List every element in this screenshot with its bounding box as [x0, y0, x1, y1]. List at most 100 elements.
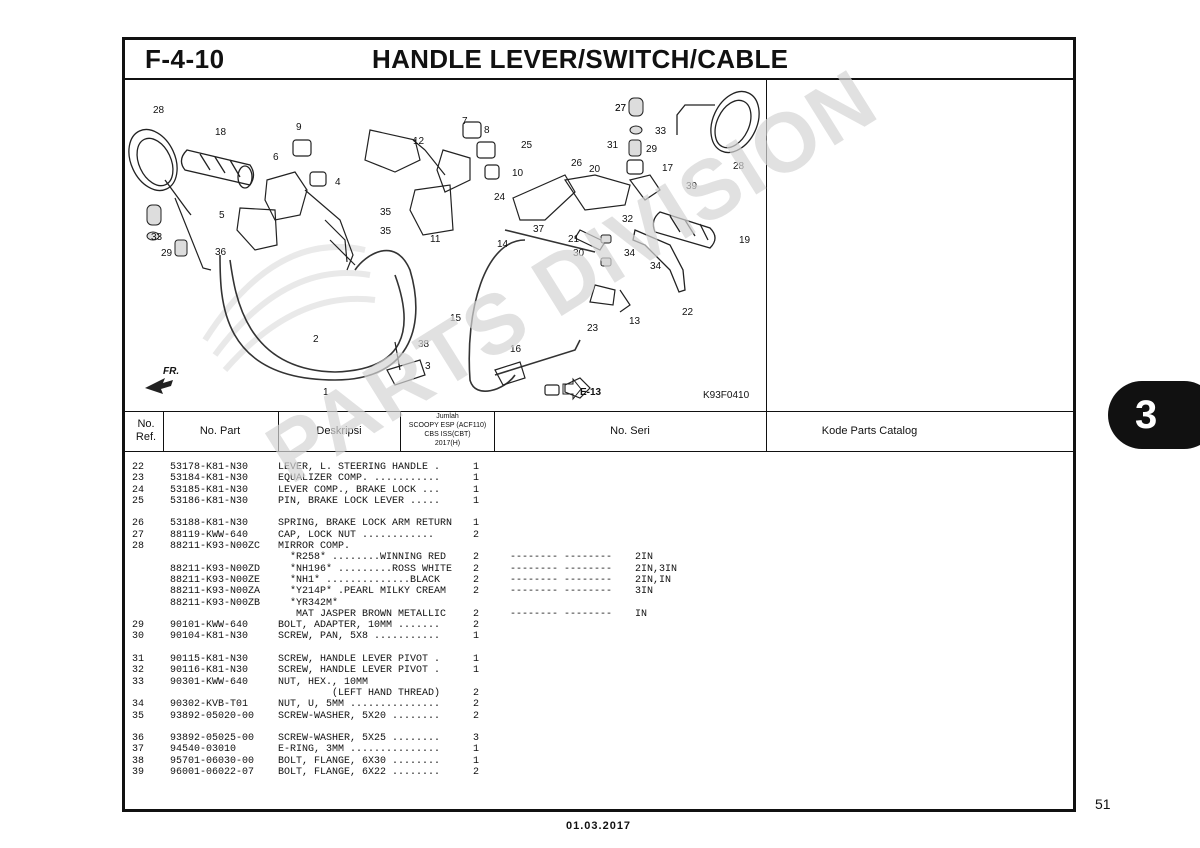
callout-number: 37 — [533, 224, 545, 235]
cell-part: 88211-K93-N00ZD — [170, 563, 261, 575]
cell-serial: -------- -------- — [510, 608, 613, 620]
brake-lock-assembly — [512, 159, 661, 313]
header-jumlah: Jumlah — [436, 413, 459, 420]
callout-number: 29 — [161, 248, 173, 259]
cell-desc: LEVER COMP., BRAKE LOCK ... — [278, 484, 441, 496]
cell-desc: SPRING, BRAKE LOCK ARM RETURN — [278, 518, 453, 530]
cell-serial: -------- -------- — [510, 552, 613, 564]
cell-ref: 23 — [132, 473, 145, 485]
right-brake-lever — [632, 229, 686, 293]
e13-arrow — [562, 377, 582, 401]
cell-part: 53184-K81-N30 — [170, 473, 249, 485]
cell-ref: 35 — [132, 710, 145, 722]
cell-desc: SCREW-WASHER, 5X25 ........ — [278, 733, 441, 745]
cell-part: 94540-03010 — [170, 744, 237, 756]
cell-ref: 34 — [132, 699, 145, 711]
cell-desc: PIN, BRAKE LOCK LEVER ..... — [278, 495, 441, 507]
cell-qty: 1 — [473, 484, 480, 496]
callout-number: 14 — [497, 239, 509, 250]
section-code: F-4-10 — [145, 44, 225, 74]
cell-kode: 2IN,IN — [635, 574, 672, 586]
page-title: HANDLE LEVER/SWITCH/CABLE — [372, 44, 789, 74]
cell-desc: CAP, LOCK NUT ............ — [278, 529, 435, 541]
cell-desc: NUT, U, 5MM ............... — [278, 699, 441, 711]
page-number: 51 — [1095, 796, 1111, 812]
col-divider-3 — [400, 412, 401, 452]
cell-serial: -------- -------- — [510, 574, 613, 586]
callout-number: 35 — [380, 207, 392, 218]
callout-number: 3 — [425, 361, 431, 372]
callout-number: 12 — [413, 136, 425, 147]
fr-label: FR. — [163, 366, 179, 377]
callout-number: 34 — [624, 248, 636, 259]
cell-qty: 1 — [473, 495, 480, 507]
callout-number: 36 — [215, 247, 227, 258]
callout-number: 28 — [153, 105, 165, 116]
cell-desc: *YR342M* — [278, 597, 339, 609]
header-no-ref: No. Ref. — [135, 418, 157, 443]
cell-qty: 1 — [473, 654, 480, 666]
cell-part: 88211-K93-N00ZB — [170, 597, 261, 609]
cell-qty: 2 — [473, 529, 480, 541]
cell-part: 53186-K81-N30 — [170, 495, 249, 507]
callout-number: 24 — [494, 192, 506, 203]
callout-number: 17 — [662, 163, 674, 174]
header-jumlah-block: Jumlah SCOOPY ESP (ACF110) CBS ISS(CBT) … — [401, 412, 494, 448]
page-frame — [122, 37, 1076, 812]
callout-number: 22 — [682, 307, 694, 318]
callout-number: 21 — [568, 234, 580, 245]
cell-desc: BOLT, ADAPTER, 10MM ....... — [278, 620, 441, 632]
diagram-divider — [122, 411, 1076, 412]
header-divider — [122, 451, 1076, 452]
cell-qty: 1 — [473, 631, 480, 643]
cell-qty: 2 — [473, 608, 480, 620]
callout-number: 27 — [615, 103, 627, 114]
cell-ref: 31 — [132, 654, 145, 666]
cell-part: 53188-K81-N30 — [170, 518, 249, 530]
diagram-side-divider — [766, 79, 767, 412]
cell-part: 95701-06030-00 — [170, 755, 255, 767]
brake-cables — [219, 229, 596, 392]
cell-part: 53178-K81-N30 — [170, 462, 249, 473]
cell-part: 90115-K81-N30 — [170, 654, 249, 666]
callout-number: 15 — [450, 313, 462, 324]
cell-ref: 27 — [132, 529, 145, 541]
cell-part: 90302-KVB-T01 — [170, 699, 249, 711]
cell-desc: BOLT, FLANGE, 6X30 ........ — [278, 755, 441, 767]
callout-number: 23 — [587, 323, 599, 334]
cell-ref: 37 — [132, 744, 145, 756]
callout-number: 6 — [273, 152, 279, 163]
cell-qty: 2 — [473, 586, 480, 598]
left-small-parts — [146, 204, 188, 257]
cell-qty: 2 — [473, 563, 480, 575]
cell-kode: 2IN — [635, 552, 654, 564]
callout-number: 1 — [323, 387, 329, 398]
cell-part: 93892-05020-00 — [170, 710, 255, 722]
cell-kode: IN — [635, 608, 648, 620]
cell-part: 53185-K81-N30 — [170, 484, 249, 496]
callout-number: 29 — [646, 144, 658, 155]
header-model-sub: CBS ISS(CBT) — [424, 431, 471, 438]
cell-desc: MIRROR COMP. — [278, 541, 351, 553]
cell-ref: 24 — [132, 484, 145, 496]
col-divider-2 — [278, 412, 279, 452]
cell-part: 90101-KWW-640 — [170, 620, 249, 632]
callout-number: 5 — [219, 210, 225, 221]
cell-ref: 28 — [132, 541, 145, 553]
right-mirror — [676, 90, 760, 154]
cell-ref: 22 — [132, 462, 145, 473]
right-switch-housing — [324, 121, 500, 266]
cell-ref: 33 — [132, 676, 145, 688]
callout-number: 33 — [655, 126, 667, 137]
cell-desc: *R258* ........WINNING RED — [278, 552, 447, 564]
cell-ref: 26 — [132, 518, 145, 530]
callout-number: 13 — [629, 316, 641, 327]
callout-number: 39 — [686, 181, 698, 192]
callout-number: 2 — [313, 334, 319, 345]
left-switch-housing — [236, 139, 354, 271]
callout-number: 32 — [622, 214, 634, 225]
callout-number: 11 — [430, 234, 441, 245]
cell-part: 88211-K93-N00ZA — [170, 586, 261, 598]
